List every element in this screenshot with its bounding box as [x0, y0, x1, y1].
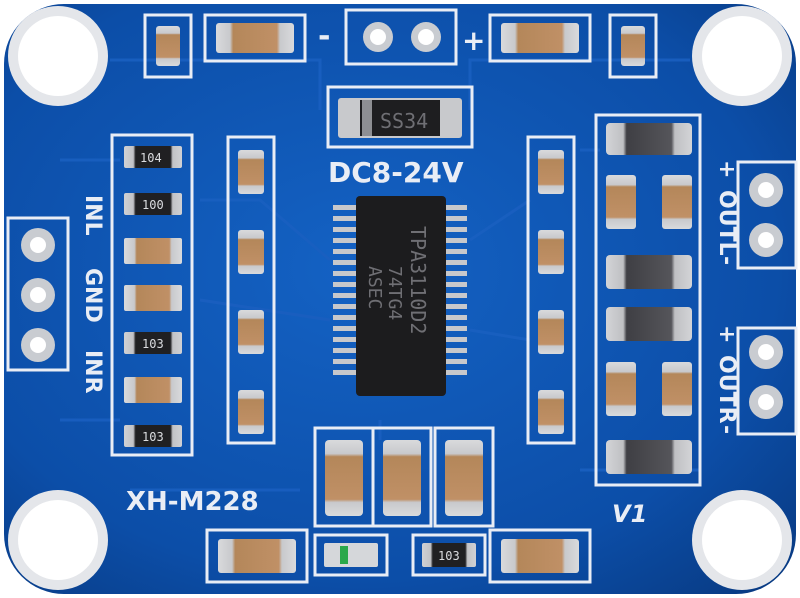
- bottom-row-components: 103: [205, 528, 592, 584]
- output-left-terminal: [736, 160, 798, 270]
- output-right-terminal: [736, 326, 798, 436]
- ic-suffix: ASEC: [364, 266, 385, 309]
- diode-marking: SS34: [380, 109, 428, 133]
- diode-ss34: SS34: [326, 85, 474, 149]
- mounting-holes: [8, 6, 792, 590]
- resistor-label-4: 103: [142, 430, 164, 444]
- resistor-label-1: 104: [140, 151, 162, 165]
- output-left-label: OUTL: [714, 190, 739, 256]
- power-plus-label: +: [462, 24, 485, 57]
- power-terminal: [344, 8, 458, 66]
- voltage-label: DC8-24V: [328, 156, 464, 189]
- ic-tpa3110d2: TPA3110D2 74TG4 ASEC: [333, 196, 467, 396]
- left-passives: 104 100 103 103: [110, 133, 194, 457]
- ic-code: 74TG4: [384, 266, 405, 320]
- output-right-plus: +: [714, 325, 739, 343]
- board-version-label: V1: [612, 500, 647, 528]
- output-right-minus: -: [714, 425, 739, 434]
- mid-right-capacitors: [526, 135, 576, 445]
- bottom-capacitors: [313, 426, 495, 528]
- power-minus-label: -: [318, 19, 330, 54]
- output-left-minus: -: [714, 256, 739, 265]
- output-left-plus: +: [714, 160, 739, 178]
- resistor-label-5: 103: [438, 549, 460, 563]
- input-ground-label: GND: [80, 268, 105, 323]
- ic-part-number: TPA3110D2: [406, 226, 430, 334]
- board-model-label: XH-M228: [126, 487, 259, 517]
- input-left-label: INL: [80, 195, 105, 236]
- output-right-label: OUTR: [714, 355, 739, 424]
- mid-left-capacitors: [226, 135, 276, 445]
- output-filter: [594, 113, 702, 487]
- resistor-label-3: 103: [142, 337, 164, 351]
- top-components: [143, 13, 658, 79]
- resistor-label-2: 100: [142, 198, 164, 212]
- input-header: [6, 216, 70, 372]
- input-right-label: INR: [80, 350, 105, 394]
